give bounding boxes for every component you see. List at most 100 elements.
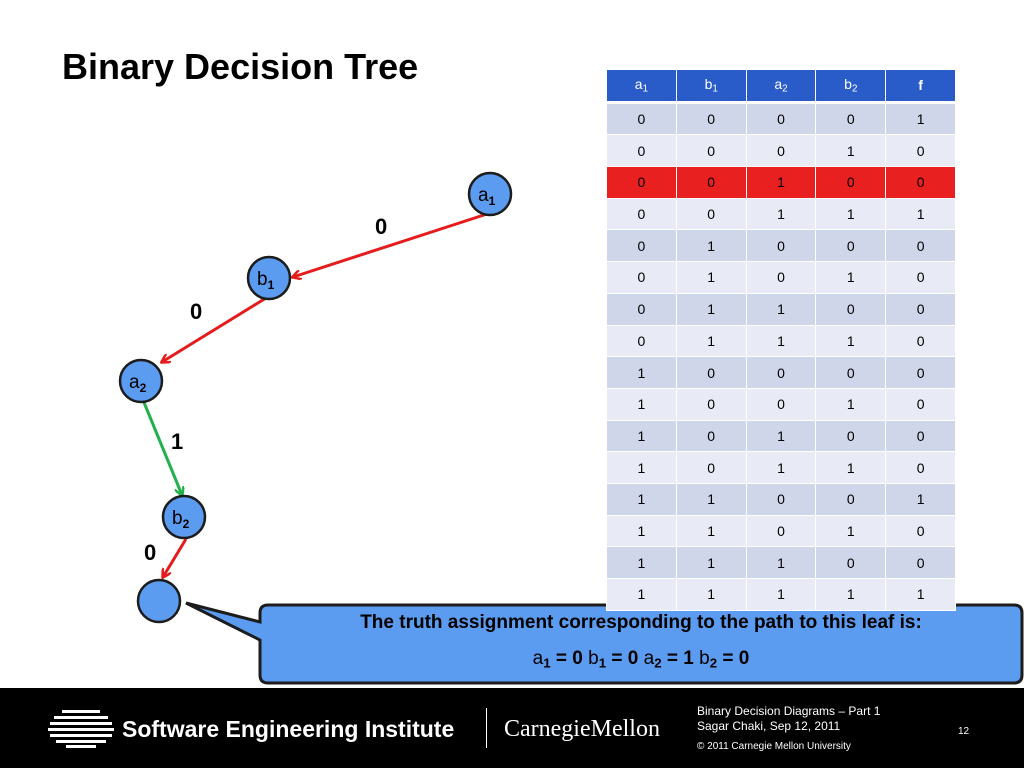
table-cell: 1 [675,261,747,294]
node-a2: a2 [118,358,164,404]
table-cell: 1 [675,229,747,263]
leaf-node [136,578,182,624]
truth-table-header: a1 b1 a2 b2 f [606,69,956,104]
table-cell: 0 [745,514,817,548]
table-cell: 1 [606,578,677,611]
table-cell: 1 [745,419,817,453]
table-cell: 0 [675,356,747,389]
callout-assignment: a1 = 0 b1 = 0 a2 = 1 b2 = 0 [532,648,750,671]
table-cell: 0 [885,261,956,294]
table-cell: 0 [745,134,817,168]
table-cell: 0 [606,166,677,199]
table-cell: 1 [815,261,887,294]
callout-heading: The truth assignment corresponding to th… [360,612,922,633]
table-cell: 0 [606,292,677,326]
edge-label-b2-leaf: 0 [144,540,156,565]
table-cell: 1 [815,387,887,421]
table-cell: 1 [885,578,956,611]
table-cell: 1 [606,419,677,453]
cmu-logo-text: CarnegieMellon [504,716,660,742]
table-cell: 1 [606,451,677,484]
table-cell: 1 [606,546,677,579]
footer-author-date: Sagar Chaki, Sep 12, 2011 [697,719,841,733]
table-cell: 1 [745,166,817,199]
svg-text:b2: b2 [172,508,190,531]
header-b2: b2 [815,69,887,104]
table-cell: 1 [815,451,887,484]
table-cell: 1 [745,451,817,484]
header-b1: b1 [675,69,747,104]
svg-text:a2: a2 [129,372,147,395]
table-cell: 0 [745,356,817,389]
table-cell: 0 [745,229,817,263]
table-cell: 0 [745,482,817,516]
table-cell: 0 [815,101,887,136]
header-f: f [885,69,956,104]
table-cell: 0 [675,419,747,453]
table-cell: 0 [606,134,677,168]
table-cell: 0 [745,387,817,421]
table-cell: 1 [885,197,956,231]
table-cell: 1 [606,514,677,548]
table-cell: 1 [675,514,747,548]
table-cell: 0 [815,356,887,389]
table-cell: 1 [745,546,817,579]
table-cell: 0 [885,356,956,389]
table-cell: 1 [885,482,956,516]
table-cell: 0 [885,229,956,263]
table-cell: 1 [885,101,956,136]
table-cell: 1 [606,387,677,421]
table-cell: 1 [675,546,747,579]
table-cell: 1 [815,197,887,231]
table-cell: 1 [815,134,887,168]
edge-a1-b1 [293,211,491,277]
table-cell: 0 [815,292,887,326]
table-cell: 0 [885,451,956,484]
edge-label-a2-b2: 1 [171,429,183,454]
table-cell: 1 [675,324,747,358]
table-cell: 0 [675,101,747,136]
table-cell: 0 [885,546,956,579]
table-cell: 0 [815,229,887,263]
callout-bubble [185,601,1024,685]
slide-title: Binary Decision Tree [62,46,419,87]
table-cell: 0 [675,387,747,421]
table-cell: 0 [885,292,956,326]
table-cell: 0 [885,514,956,548]
footer-copyright: © 2011 Carnegie Mellon University [697,741,851,752]
table-cell: 1 [745,324,817,358]
table-cell: 1 [675,578,747,611]
table-cell: 0 [675,197,747,231]
footer-divider [486,708,487,748]
table-cell: 1 [675,292,747,326]
table-cell: 0 [885,134,956,168]
table-cell: 1 [675,482,747,516]
table-cell: 1 [745,292,817,326]
table-cell: 1 [815,514,887,548]
edge-b1-a2 [162,296,267,362]
svg-text:a1: a1 [478,185,496,208]
footer-deck-title: Binary Decision Diagrams – Part 1 [697,704,881,718]
edge-label-b1-a2: 0 [190,299,202,324]
table-cell: 0 [745,261,817,294]
table-cell: 0 [675,166,747,199]
table-cell: 1 [745,578,817,611]
sei-name: Software Engineering Institute [122,716,455,742]
table-cell: 1 [606,356,677,389]
table-cell: 0 [675,134,747,168]
table-cell: 0 [606,261,677,294]
table-cell: 0 [606,324,677,358]
table-cell: 0 [815,419,887,453]
table-cell: 0 [885,166,956,199]
